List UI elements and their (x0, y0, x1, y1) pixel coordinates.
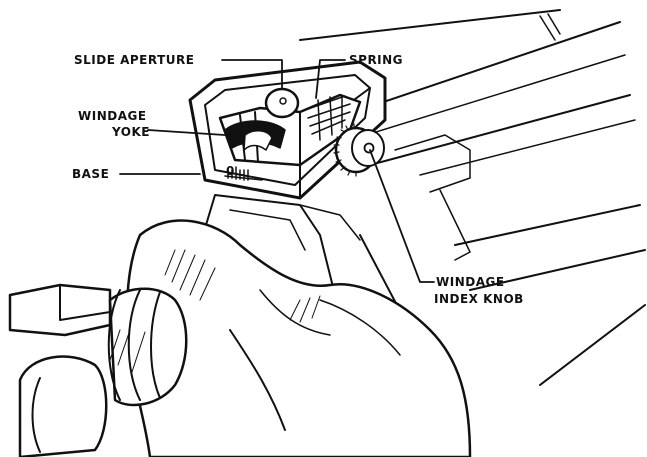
label-windage-yoke-line1: WINDAGE (78, 109, 147, 123)
label-slide-aperture: SLIDE APERTURE (74, 53, 194, 67)
labels: SLIDE APERTURE SPRING WINDAGE YOKE BASE … (72, 53, 524, 306)
label-windage-index-knob-line1: WINDAGE (436, 275, 505, 289)
windage-yoke (218, 93, 362, 167)
windage-index-knob (333, 123, 385, 177)
bolt-handle (8, 283, 188, 457)
stock-body (125, 194, 472, 457)
label-windage-yoke-line2: YOKE (111, 125, 150, 139)
label-spring: SPRING (349, 53, 403, 67)
label-base: BASE (72, 167, 109, 181)
label-windage-index-knob-line2: INDEX KNOB (434, 292, 524, 306)
svg-text:0: 0 (226, 164, 235, 178)
leader-lines (119, 59, 435, 283)
windage-scale: 0 (224, 164, 263, 181)
slide-aperture (264, 87, 300, 119)
